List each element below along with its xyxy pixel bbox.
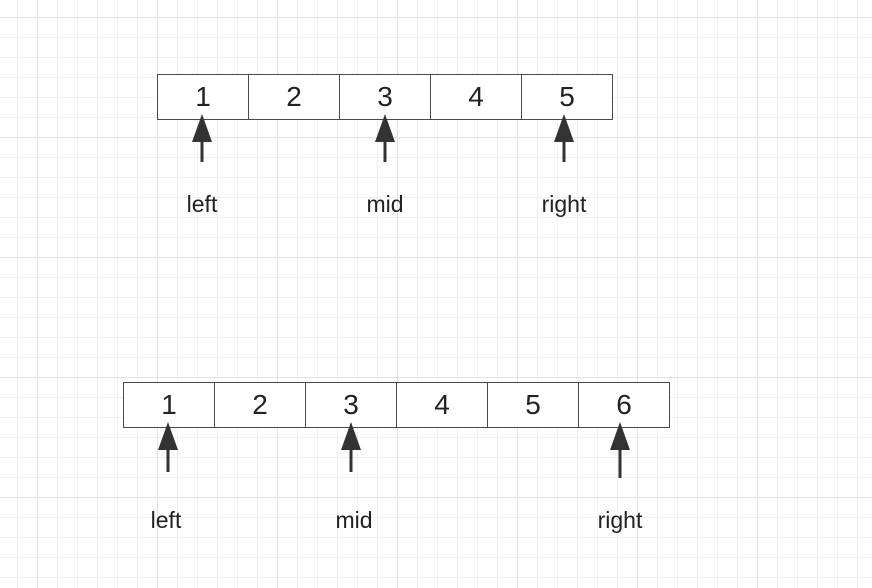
- array-cell: 2: [248, 74, 340, 120]
- array-five-elements: 1 2 3 4 5: [157, 74, 613, 120]
- array-cell: 4: [430, 74, 522, 120]
- left-label: left: [150, 507, 182, 533]
- mid-label: mid: [366, 191, 404, 217]
- array-six-elements: 1 2 3 4 5 6: [123, 382, 670, 428]
- array-cell: 3: [305, 382, 397, 428]
- right-label: right: [541, 191, 587, 217]
- mid-pointer-arrow-icon: [373, 114, 397, 164]
- mid-pointer-arrow-icon: [339, 422, 363, 474]
- array-cell: 3: [339, 74, 431, 120]
- right-pointer-arrow-icon: [608, 422, 632, 480]
- right-label: right: [597, 507, 643, 533]
- array-cell: 1: [157, 74, 249, 120]
- right-pointer-arrow-icon: [552, 114, 576, 164]
- array-cell: 5: [487, 382, 579, 428]
- array-cell: 6: [578, 382, 670, 428]
- left-label: left: [186, 191, 218, 217]
- array-cell: 2: [214, 382, 306, 428]
- mid-label: mid: [335, 507, 373, 533]
- left-pointer-arrow-icon: [190, 114, 214, 164]
- array-cell: 4: [396, 382, 488, 428]
- left-pointer-arrow-icon: [156, 422, 180, 474]
- array-cell: 5: [521, 74, 613, 120]
